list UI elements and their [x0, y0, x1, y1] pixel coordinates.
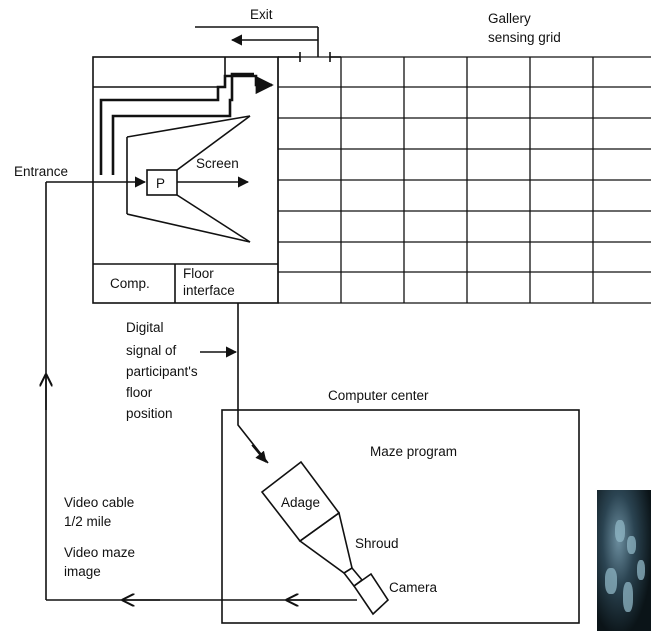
video-cable-label-line1: Video cable — [64, 495, 134, 510]
digital-signal-label-line2: signal of — [126, 343, 177, 358]
digital-signal-label-line5: position — [126, 406, 173, 421]
digital-signal-label-line1: Digital — [126, 320, 164, 335]
exit-path — [195, 26, 341, 62]
adage-label: Adage — [281, 495, 320, 510]
gallery-label-line2: sensing grid — [488, 30, 561, 45]
participant-box — [146, 169, 178, 196]
exit-label: Exit — [250, 7, 273, 22]
video-return-line — [46, 176, 357, 600]
participant-label: P — [156, 176, 165, 191]
photo-thumbnail — [597, 490, 651, 631]
gallery-sensing-grid — [277, 56, 651, 304]
maze-program-label: Maze program — [370, 444, 457, 459]
comp-label: Comp. — [110, 276, 150, 291]
participant-path — [99, 72, 274, 175]
screen-projection — [126, 115, 251, 243]
floor-label-line1: Floor — [183, 266, 214, 281]
video-maze-label-line1: Video maze — [64, 545, 135, 560]
computer-center-label: Computer center — [328, 388, 429, 403]
camera-label: Camera — [389, 580, 438, 595]
shroud-label: Shroud — [355, 536, 399, 551]
digital-signal-line — [200, 303, 269, 464]
gallery-label-line1: Gallery — [488, 11, 531, 26]
computer-center-box — [221, 409, 580, 624]
screen-label: Screen — [196, 156, 239, 171]
digital-signal-label-line3: participant's — [126, 364, 198, 379]
video-cable-label-line2: 1/2 mile — [64, 514, 111, 529]
video-maze-label-line2: image — [64, 564, 101, 579]
entrance-label: Entrance — [14, 164, 68, 179]
digital-signal-label-line4: floor — [126, 385, 153, 400]
floor-label-line2: interface — [183, 283, 235, 298]
adage-display — [260, 460, 390, 616]
